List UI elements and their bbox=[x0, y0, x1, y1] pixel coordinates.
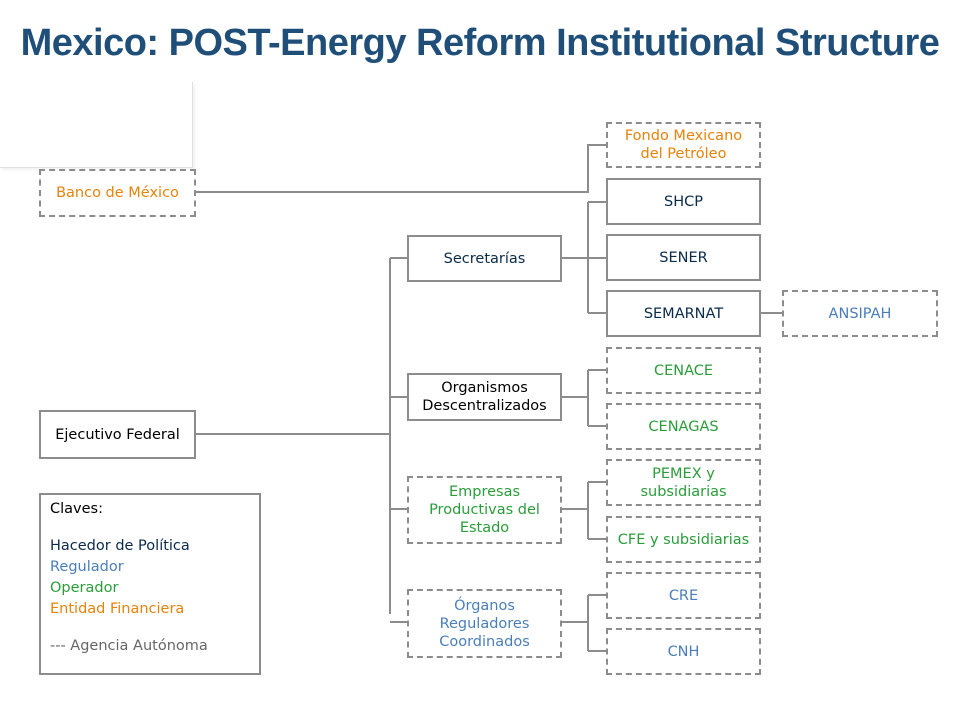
semarnat-box: SEMARNAT bbox=[606, 290, 761, 337]
ansipah-box: ANSIPAH bbox=[782, 290, 938, 337]
legend-operator: Operador bbox=[50, 580, 119, 596]
fondo-mexicano-box: Fondo Mexicano del Petróleo bbox=[606, 122, 761, 168]
ejecutivo-federal-box: Ejecutivo Federal bbox=[39, 410, 196, 459]
organismos-descentralizados-box: Organismos Descentralizados bbox=[407, 373, 562, 421]
banco-de-mexico-box: Banco de México bbox=[39, 169, 196, 217]
legend-box: Claves: Hacedor de Política Regulador Op… bbox=[39, 493, 261, 675]
cnh-box: CNH bbox=[606, 628, 761, 675]
legend-policy-maker: Hacedor de Política bbox=[50, 538, 190, 554]
legend-financial-entity: Entidad Financiera bbox=[50, 601, 185, 617]
sener-box: SENER bbox=[606, 234, 761, 281]
cenagas-box: CENAGAS bbox=[606, 403, 761, 450]
page-title: Mexico: POST-Energy Reform Institutional… bbox=[20, 22, 940, 64]
pemex-box: PEMEX y subsidiarias bbox=[606, 459, 761, 506]
empresas-productivas-box: Empresas Productivas del Estado bbox=[407, 476, 562, 544]
cfe-box: CFE y subsidiarias bbox=[606, 516, 761, 563]
cenace-box: CENACE bbox=[606, 347, 761, 394]
decorative-corner-panel bbox=[0, 82, 193, 168]
legend-heading: Claves: bbox=[50, 501, 103, 517]
legend-regulator: Regulador bbox=[50, 559, 124, 575]
secretarias-box: Secretarías bbox=[407, 235, 562, 282]
legend-autonomous-agency: --- Agencia Autónoma bbox=[50, 638, 208, 654]
cre-box: CRE bbox=[606, 572, 761, 619]
shcp-box: SHCP bbox=[606, 178, 761, 225]
organos-reguladores-box: Órganos Reguladores Coordinados bbox=[407, 589, 562, 658]
